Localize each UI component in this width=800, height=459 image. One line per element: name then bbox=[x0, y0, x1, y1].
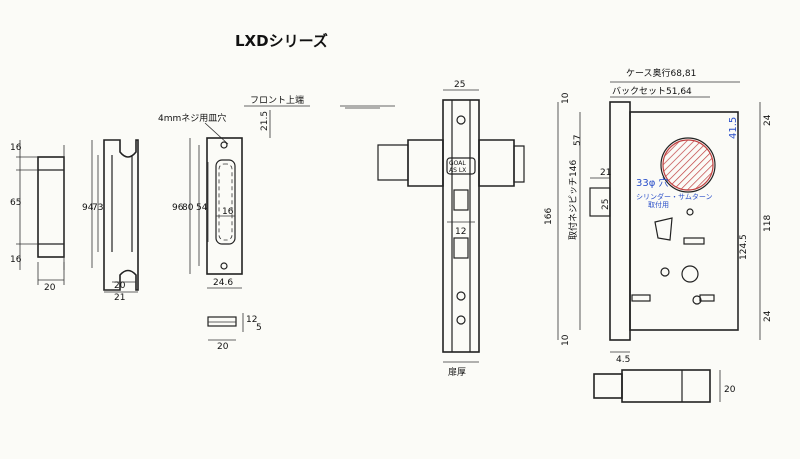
screw-label: 4mmネジ用皿穴 bbox=[158, 112, 226, 124]
strike-box-view: 16 65 16 20 bbox=[10, 140, 65, 293]
lock-body-view: ケース奥行68,81 バックセット51,64 33φ 穴 シリンダー・サムターン… bbox=[544, 67, 773, 365]
dim-118: 118 bbox=[763, 215, 773, 232]
spindle-detail: 20 bbox=[593, 369, 736, 403]
dim-21: 21 bbox=[114, 293, 125, 303]
dim-top: 16 bbox=[10, 143, 22, 153]
dim-57: 57 bbox=[573, 135, 583, 146]
dim-41-5: 41.5 bbox=[728, 117, 739, 139]
small-5: 5 bbox=[256, 323, 262, 333]
cyl-label2: 取付用 bbox=[648, 200, 669, 209]
dim-16: 16 bbox=[222, 207, 234, 217]
dim-4-5: 4.5 bbox=[616, 355, 630, 365]
dim-94: 94 bbox=[82, 203, 94, 213]
strike-box-outline bbox=[37, 156, 65, 258]
dim-80: 80 bbox=[182, 203, 194, 213]
case-depth: ケース奥行68,81 bbox=[626, 67, 696, 79]
small-12: 12 bbox=[246, 315, 257, 325]
dim-20b: 20 bbox=[114, 281, 126, 291]
spindle-hub bbox=[662, 139, 714, 191]
dim-21-5: 21.5 bbox=[260, 111, 270, 131]
strike-plate-outline bbox=[103, 139, 139, 291]
badge-1: GOAL bbox=[449, 160, 466, 167]
strike-plate-view: 94 73 20 21 bbox=[82, 139, 139, 303]
front-plate-outline bbox=[442, 99, 480, 353]
screw-pitch: 取付ネジピッチ146 bbox=[568, 160, 579, 240]
backset: バックセット51,64 bbox=[612, 86, 692, 97]
page-title: LXDシリーズ bbox=[235, 32, 328, 50]
dim-24-6: 24.6 bbox=[213, 278, 233, 288]
dim-65: 65 bbox=[10, 198, 21, 208]
dim-12: 12 bbox=[455, 227, 466, 237]
dim-25-lock: 25 bbox=[601, 199, 611, 210]
spindle-dim-20: 20 bbox=[724, 385, 736, 395]
dim-10-top: 10 bbox=[561, 92, 571, 104]
front-plate-view: 25 GOAL AS LX 12 扉厚 bbox=[345, 80, 525, 378]
strike-front-outline bbox=[206, 137, 243, 275]
small-20: 20 bbox=[217, 342, 229, 352]
dim-54: 54 bbox=[196, 203, 208, 213]
dim-166: 166 bbox=[544, 208, 554, 225]
dim-21-lock: 21 bbox=[600, 168, 611, 178]
hole-label: 33φ 穴 bbox=[636, 176, 669, 189]
dim-73: 73 bbox=[92, 203, 103, 213]
door-thickness: 扉厚 bbox=[448, 366, 466, 378]
front-top-label: フロント上端 bbox=[250, 94, 304, 106]
dim-bottom: 16 bbox=[10, 255, 22, 265]
dim-width-20: 20 bbox=[44, 283, 56, 293]
badge-2: AS LX bbox=[449, 167, 466, 174]
dim-96: 96 bbox=[172, 203, 184, 213]
dim-24-top: 24 bbox=[763, 114, 773, 126]
front-top-callout: フロント上端 21.5 bbox=[244, 94, 395, 138]
dim-24-bot: 24 bbox=[763, 310, 773, 322]
strike-front-view: 4mmネジ用皿穴 96 80 54 16 24.6 12 5 20 bbox=[158, 112, 262, 352]
dim-124-5: 124.5 bbox=[739, 234, 749, 260]
dim-10-bot: 10 bbox=[561, 334, 571, 346]
dim-25-front: 25 bbox=[454, 80, 465, 90]
cyl-label: シリンダー・サムターン bbox=[636, 192, 713, 201]
